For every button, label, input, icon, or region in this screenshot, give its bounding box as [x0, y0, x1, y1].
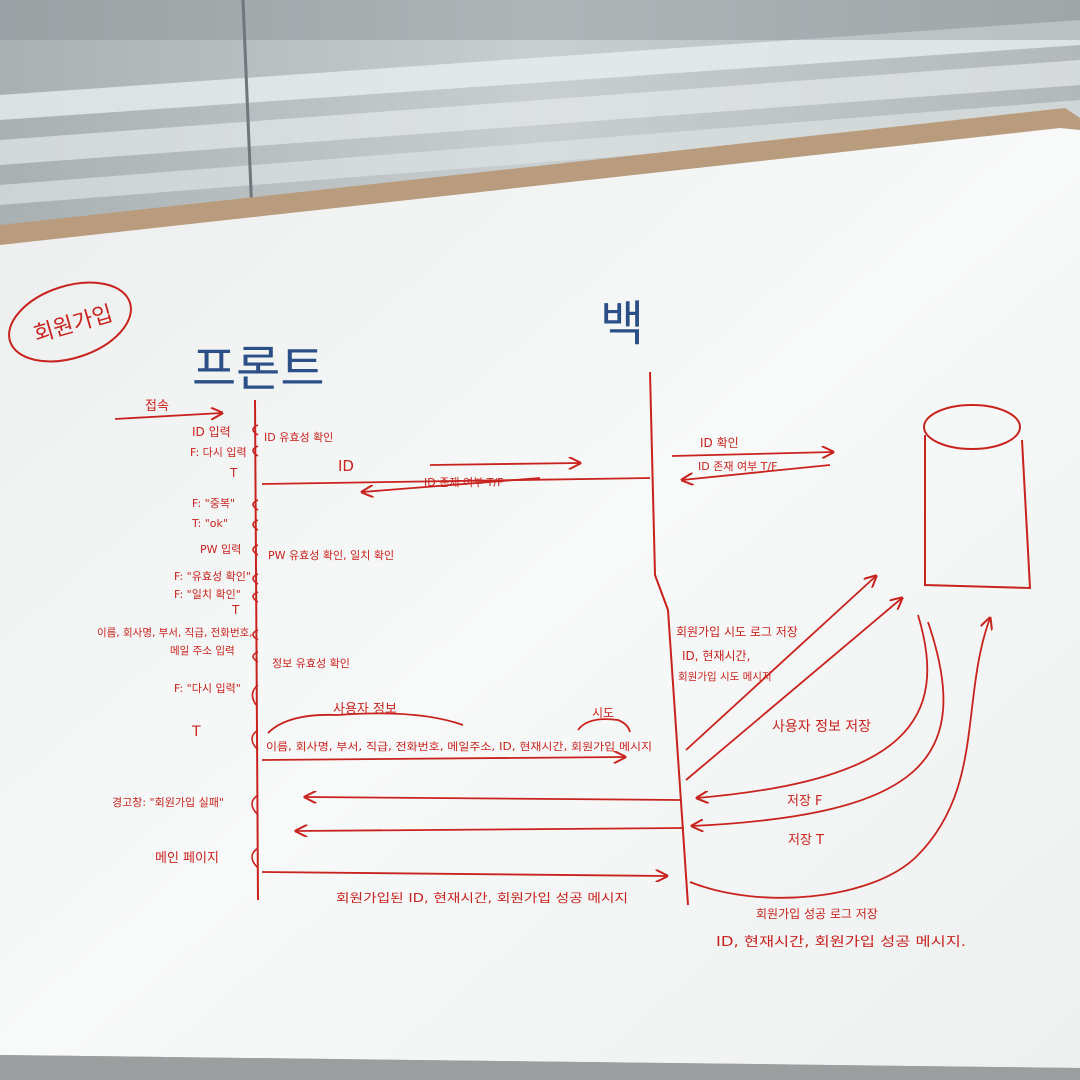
title-circle	[8, 281, 132, 363]
label-f-dup: F: "중복"	[192, 497, 235, 510]
check-info-valid: 정보 유효성 확인	[272, 657, 350, 670]
label-info-input-1: 이름, 회사명, 부서, 직급, 전화번호,	[97, 627, 253, 639]
board-surface	[0, 128, 1080, 1068]
label-save-user: 사용자 정보 저장	[772, 719, 871, 735]
label-main-page: 메인 페이지	[155, 851, 219, 866]
arrow-log-attempt	[685, 576, 876, 751]
msg-success: 회원가입된 ID, 현재시간, 회원가입 성공 메시지	[336, 891, 628, 905]
user-info-brace	[267, 712, 464, 734]
label-log-success-2: ID, 현재시간, 회원가입 성공 메시지.	[716, 935, 966, 950]
label-f-retry: F: 다시 입력	[190, 446, 247, 459]
label-t2: T	[231, 603, 240, 617]
label-f-valid: F: "유효성 확인"	[174, 570, 251, 583]
label-log-attempt-2: ID, 현재시간,	[682, 649, 750, 663]
lane-title-front: 프론트	[192, 341, 324, 397]
label-t-ok: T: "ok"	[191, 517, 228, 530]
check-id-valid: ID 유효성 확인	[264, 431, 333, 444]
arrow-id-request-head	[429, 463, 580, 465]
attempt-brace	[577, 718, 631, 733]
arrow-id-request	[261, 477, 651, 485]
label-t3: T	[191, 724, 201, 740]
label-f-again: F: "다시 입력"	[174, 682, 241, 695]
label-id-input: ID 입력	[192, 425, 231, 439]
arrow-save-t	[692, 621, 945, 826]
check-pw-valid: PW 유효성 확인, 일치 확인	[268, 548, 394, 562]
front-lifeline	[254, 399, 259, 901]
arrow-log-success	[689, 618, 990, 899]
msg-attempt: 시도	[592, 706, 614, 720]
msg-id: ID	[338, 457, 354, 475]
self-loops	[251, 424, 259, 869]
label-log-attempt-3: 회원가입 시도 메시지	[678, 670, 772, 683]
arrow-id-exists-db	[682, 464, 831, 480]
label-connect: 접속	[145, 399, 169, 414]
arrow-save-f	[697, 614, 929, 798]
label-info-input-2: 메일 주소 입력	[170, 644, 235, 657]
msg-user-info-detail: 이름, 회사명, 부서, 직급, 전화번호, 메일주소, ID, 현재시간, 회…	[266, 740, 652, 753]
label-t1: T	[229, 466, 238, 480]
arrow-fail-return	[305, 797, 681, 800]
label-save-t: 저장 T	[788, 833, 824, 848]
label-id-exists-db: ID 존재 여부 T/F	[698, 460, 777, 473]
board-tray	[0, 1055, 1080, 1080]
label-warning: 경고창: "회원가입 실패"	[112, 796, 224, 809]
label-pw-input: PW 입력	[200, 543, 241, 556]
lane-title-back: 백	[600, 296, 644, 352]
label-f-match: F: "일치 확인"	[174, 587, 241, 601]
database-icon	[923, 404, 1032, 590]
arrow-success-return	[296, 828, 685, 831]
label-log-success-1: 회원가입 성공 로그 저장	[756, 907, 878, 921]
label-id-check: ID 확인	[700, 436, 739, 450]
msg-id-exists: ID 존재 여부 T/F	[424, 476, 503, 489]
label-save-f: 저장 F	[787, 794, 823, 809]
arrow-save-user	[685, 598, 902, 781]
back-lifeline	[649, 371, 689, 906]
arrow-id-check	[671, 452, 833, 456]
arrow-main-page	[261, 872, 667, 876]
arrow-id-exists	[362, 477, 541, 492]
msg-user-info: 사용자 정보	[333, 702, 397, 717]
arrow-user-info	[261, 757, 625, 760]
label-log-attempt-1: 회원가입 시도 로그 저장	[676, 625, 798, 639]
